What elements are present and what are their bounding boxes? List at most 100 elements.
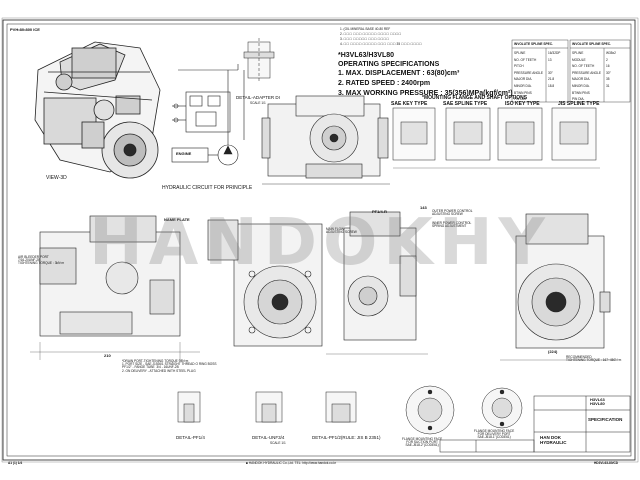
note-4: 4. ☐☐ ☐☐☐☐ ☐☐☐☐☐ ☐☐☐ ☐☐☐ 35 ☐☐☐ ☐☐☐☐ xyxy=(340,42,422,46)
spline-tables xyxy=(511,39,631,103)
spline-table-value: W35x2 xyxy=(606,51,616,55)
footer-right: HD3VL63-80/CD xyxy=(594,461,619,465)
spec-line-2: 2. RATED SPEED : 2400rpm xyxy=(338,80,431,87)
spline-table-row: MAJOR DIA. 21.8 xyxy=(514,76,568,83)
spline-table-key: MINOR DIA. xyxy=(514,83,532,88)
spline-table-value: 16/32DP xyxy=(548,51,561,55)
note-2: 2. ☐☐☐ ☐☐☐ ☐☐☐☐☐ ☐☐☐☐ ☐☐☐☐ xyxy=(340,32,402,36)
name-plate-label: NAME PLATE xyxy=(164,217,190,222)
shaft-option-sae-spline: SAE SPLINE TYPE xyxy=(443,101,488,107)
main-side-view xyxy=(30,215,200,360)
detail-unf-caption: DETAIL-UNF3/4 xyxy=(252,435,285,440)
shaft-option-iso-key: ISO KEY TYPE xyxy=(505,101,540,107)
spec-heading: OPERATING SPECIFICATIONS xyxy=(338,61,440,68)
note-1: 1. (OIL MINERAL BASE 40-80 REF xyxy=(340,27,391,31)
spline-table-key: PRESSURE ANGLE xyxy=(572,70,602,75)
spline-table-value: 21.8 xyxy=(548,77,555,82)
spline-table-key: NO. OF TEETH xyxy=(572,64,595,69)
spline-table-value: 2 xyxy=(606,57,608,62)
spline-table-2-title: INVOLUTE SPLINE SPEC. xyxy=(572,42,611,46)
spec-line-1: 1. MAX. DISPLACEMENT : 63(80)cm³ xyxy=(338,70,460,77)
spline-table-row: PIN DIA. xyxy=(572,96,630,103)
flange-suction-caption: FLANGE MOUNTING FACE FOR SUCTION PORT SA… xyxy=(402,437,443,448)
spline-table-row: MINOR DIA. 31 xyxy=(572,83,630,90)
dim-length: 210 xyxy=(104,353,111,358)
shaft-option-sae-key: SAE KEY TYPE xyxy=(391,101,428,107)
shaft-options xyxy=(392,107,600,169)
spline-table-value: 35 xyxy=(606,77,610,82)
spline-table-row: PRESSURE ANGLE 30° xyxy=(572,70,630,77)
spline-table-key: MAJOR DIA. xyxy=(514,77,533,82)
spline-table-row: PITCH xyxy=(514,63,568,70)
spline-table-row: PRESSURE ANGLE 30° xyxy=(514,70,568,77)
spline-table-key: PIN DIA. xyxy=(572,97,585,102)
model-label: *H3VL63/H3VL80 xyxy=(338,52,395,59)
bottom-details xyxy=(177,385,523,435)
title-block-drawing-title: H3VL63 H3VL80 xyxy=(590,397,605,406)
rear-view xyxy=(326,211,428,355)
dim-height: (224) xyxy=(548,349,558,354)
header-tag: PVH•80•800 ICE xyxy=(10,27,40,32)
drain-port-note: *DRAIN PORT-TIGHTENING TORQUE 98N·m 1. P… xyxy=(122,359,217,373)
air-bleeder-label: AIR BLEEDER PORT 7/16-20UNF-2B TIGHTENIN… xyxy=(18,255,65,266)
spline-table-row: BTWN PINS xyxy=(572,90,630,97)
detail-pf12-caption: DETAIL-PF1/2(RULE: JIS B 2351) xyxy=(312,435,381,440)
adapter-detail xyxy=(243,38,275,82)
hydraulic-caption: HYDRAULIC CIRCUIT FOR PRINCIPLE xyxy=(162,185,253,191)
spline-table-row: BTWN PINS xyxy=(514,90,568,97)
spline-table-key: PRESSURE ANGLE xyxy=(514,70,544,75)
flange-delivery-caption: FLANGE MOUNTING FACE FOR DELIVERY PORT S… xyxy=(474,429,515,440)
title-block xyxy=(439,395,631,453)
engine-label: ENGINE xyxy=(176,151,192,156)
detail-pf-caption: DETAIL-PF1/4 xyxy=(176,435,205,440)
spline-table-value: 16 xyxy=(606,64,610,69)
spec-line-3: 3. MAX WORKING PRESSURE : 35(356)MPa(kgf… xyxy=(338,90,513,97)
spline-table-key: PITCH xyxy=(514,64,524,69)
footer-left: A1 (1) 1/4 xyxy=(8,461,23,465)
spline-table-key: PIN DIA. xyxy=(514,97,527,102)
outer-power-label: OUTER POWER CONTROL ADJUSTING SCREW xyxy=(432,209,473,217)
spline-table-key: NO. OF TEETH xyxy=(514,57,537,62)
spline-table-key: MAJOR DIA. xyxy=(572,77,591,82)
outer-border xyxy=(2,19,636,461)
hydraulic-circuit xyxy=(171,64,245,166)
spline-table-key: MINOR DIA. xyxy=(572,83,590,88)
view-3d-label: VIEW-3D xyxy=(46,175,67,181)
spline-table-key: BTWN PINS xyxy=(572,90,590,95)
top-front-view xyxy=(261,95,390,185)
inner-power-label: INNER POWER CONTROL SPRING ADJUSTMENT xyxy=(432,221,472,229)
spline-table-key: SPLINE xyxy=(572,51,584,55)
adapter-scale: SCALE 1/1 xyxy=(250,101,266,105)
main-flow-label: MAIN FLOW ADJUSTING SCREW xyxy=(326,227,357,235)
pump-3d-view xyxy=(34,41,161,179)
pf-label: PF1/4-R xyxy=(372,209,387,214)
spline-table-row: NO. OF TEETH 16 xyxy=(572,63,630,70)
spline-table-key: BTWN PINS xyxy=(514,90,532,95)
dim-main-width: 143 xyxy=(420,205,427,210)
spline-table-value: 31 xyxy=(606,83,610,88)
spline-table-value: 30° xyxy=(606,70,611,75)
spline-table-row: PIN DIA. xyxy=(514,96,568,103)
spline-end-view xyxy=(500,213,614,361)
mounting-heading: *MOUNTING FLANGE AND SHAFT OPTIONS xyxy=(422,95,528,101)
header-strip xyxy=(1,17,639,463)
note-3: 3. ☐☐☐ ☐☐☐☐☐ ☐☐☐ ☐☐☐☐ xyxy=(340,37,390,41)
title-block-company: HAN DOK HYDRAULIC xyxy=(540,435,567,445)
title-block-doc-type: SPECIFICATION xyxy=(588,417,623,422)
spline-table-row: NO. OF TEETH 13 xyxy=(514,57,568,64)
adapter-caption: DETAIL-ADAPTER DI xyxy=(236,95,280,100)
scale-caption: SCALE 1/1 xyxy=(270,441,286,445)
spline-table-row: MINOR DIA.18.8 xyxy=(514,83,568,90)
spline-table-row: MAJOR DIA. 35 xyxy=(572,76,630,83)
center-front-view xyxy=(207,219,323,347)
footer-center: ■ HANDOK HYDRAULIC Co.,Ltd. TEL: http://… xyxy=(246,461,337,465)
spline-table-row: SPLINE W35x2 xyxy=(572,50,630,57)
spline-table-1-title: INVOLUTE SPLINE SPEC. xyxy=(514,42,553,46)
inner-border xyxy=(6,23,632,457)
spline-table-value: 13 xyxy=(548,57,552,62)
spline-table-value: 30° xyxy=(548,70,553,75)
